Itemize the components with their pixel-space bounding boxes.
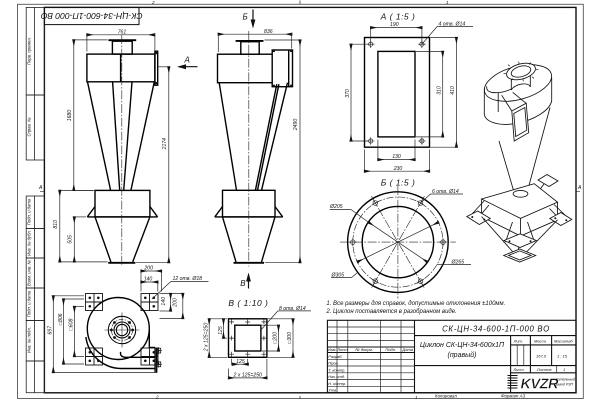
svg-text:836: 836 (264, 29, 273, 35)
svg-text:Т. контр.: Т. контр. (328, 367, 345, 372)
svg-text:1. Все размеры для справок, до: 1. Все размеры для справок, допустимые о… (326, 301, 505, 307)
svg-text:□608: □608 (69, 319, 75, 331)
svg-text:Утв.: Утв. (328, 388, 337, 393)
svg-text:370: 370 (345, 89, 351, 98)
svg-text:Б ( 1:5 ): Б ( 1:5 ) (381, 178, 416, 188)
svg-text:Инв. № подл.: Инв. № подл. (27, 327, 32, 353)
svg-text:Инв. № дубл.: Инв. № дубл. (27, 230, 32, 256)
svg-text:Подп. и дата: Подп. и дата (27, 198, 32, 225)
svg-text:□806: □806 (58, 313, 64, 325)
svg-text:810: 810 (53, 220, 59, 229)
svg-text:1 : 15: 1 : 15 (557, 354, 568, 359)
svg-text:2: 2 (155, 395, 159, 400)
svg-text:Б: Б (243, 13, 248, 22)
svg-text:125: 125 (218, 326, 224, 335)
svg-text:2490: 2490 (293, 119, 299, 132)
svg-text:Н. контр.: Н. контр. (328, 381, 346, 386)
svg-text:190: 190 (390, 22, 399, 28)
svg-text:6 отв. Ø14: 6 отв. Ø14 (432, 189, 459, 195)
svg-text:2: 2 (151, 0, 155, 5)
svg-text:Копировал: Копировал (435, 394, 457, 399)
svg-text:В ( 1:10 ): В ( 1:10 ) (228, 298, 268, 308)
svg-text:□200: □200 (273, 332, 279, 344)
svg-text:200: 200 (143, 266, 153, 272)
svg-text:Циклон СК-ЦН-34-600х1П: Циклон СК-ЦН-34-600х1П (420, 342, 505, 349)
svg-text:(правый): (правый) (448, 351, 477, 359)
svg-text:Листов: Листов (536, 367, 552, 372)
svg-text:140: 140 (144, 277, 153, 283)
svg-text:505: 505 (68, 235, 74, 244)
svg-text:140: 140 (161, 297, 167, 306)
svg-text:Пров.: Пров. (328, 361, 339, 366)
svg-text:Масса: Масса (534, 339, 547, 344)
svg-text:230: 230 (393, 166, 403, 172)
svg-text:Разраб.: Разраб. (328, 354, 342, 359)
svg-text:Ø205: Ø205 (329, 204, 343, 210)
svg-text:2 x 125=250: 2 x 125=250 (203, 323, 209, 353)
svg-text:2174: 2174 (162, 138, 168, 151)
svg-text:Взам. инв. №: Взам. инв. № (27, 260, 32, 286)
svg-text:А: А (38, 185, 43, 191)
svg-text:Ø265: Ø265 (451, 259, 465, 265)
svg-text:Справ. №: Справ. № (27, 117, 32, 136)
svg-text:4 отв. Ø14: 4 отв. Ø14 (439, 22, 466, 28)
svg-text:Подп.: Подп. (385, 347, 396, 352)
svg-text:Лит.: Лит. (513, 339, 523, 344)
svg-text:2. Циклон поставляется в разоб: 2. Циклон поставляется в разобранном вид… (325, 309, 456, 315)
svg-text:Лист: Лист (512, 367, 524, 372)
svg-text:12 отв. Ø18: 12 отв. Ø18 (173, 276, 203, 282)
svg-text:В: В (240, 279, 246, 288)
svg-text:Изм.: Изм. (328, 347, 337, 352)
svg-text:310: 310 (437, 86, 443, 95)
svg-text:Котельный: Котельный (556, 378, 576, 382)
svg-text:8 отв. Ø14: 8 отв. Ø14 (279, 306, 306, 312)
svg-text:1: 1 (415, 395, 418, 400)
svg-text:Лист: Лист (336, 347, 348, 352)
svg-text:Ø305: Ø305 (331, 272, 345, 278)
svg-text:Подп. и дата: Подп. и дата (27, 290, 32, 317)
svg-text:200: 200 (173, 298, 179, 308)
svg-text:СК-ЦН-34-600-1П-000 ВО: СК-ЦН-34-600-1П-000 ВО (40, 11, 142, 21)
svg-text:А ( 1:5 ): А ( 1:5 ) (380, 12, 416, 22)
svg-text:Формат А3: Формат А3 (501, 394, 526, 399)
svg-text:А: А (577, 185, 582, 191)
svg-text:1: 1 (446, 0, 449, 5)
svg-text:761: 761 (118, 30, 127, 36)
svg-text:2 x 125=250: 2 x 125=250 (232, 373, 262, 379)
svg-text:167,0: 167,0 (536, 354, 547, 359)
svg-text:130: 130 (392, 154, 401, 160)
svg-text:125: 125 (236, 359, 245, 365)
svg-text:А: А (184, 56, 190, 65)
svg-text:Перв. примен.: Перв. примен. (27, 37, 32, 65)
svg-text:№ докум.: № докум. (355, 347, 373, 352)
svg-text:□300: □300 (287, 332, 293, 344)
svg-text:1: 1 (563, 367, 565, 372)
svg-text:Нач.отд.: Нач.отд. (328, 374, 345, 379)
svg-text:1680: 1680 (67, 110, 73, 122)
svg-text:410: 410 (450, 86, 456, 95)
svg-text:завод РЗП: завод РЗП (555, 383, 574, 387)
svg-text:СК-ЦН-34-600-1П-000 ВО: СК-ЦН-34-600-1П-000 ВО (442, 325, 550, 334)
svg-text:Масштаб: Масштаб (554, 339, 573, 344)
svg-text:697: 697 (48, 325, 54, 335)
svg-text:KVZR: KVZR (521, 377, 560, 393)
svg-text:Дата: Дата (401, 347, 413, 352)
